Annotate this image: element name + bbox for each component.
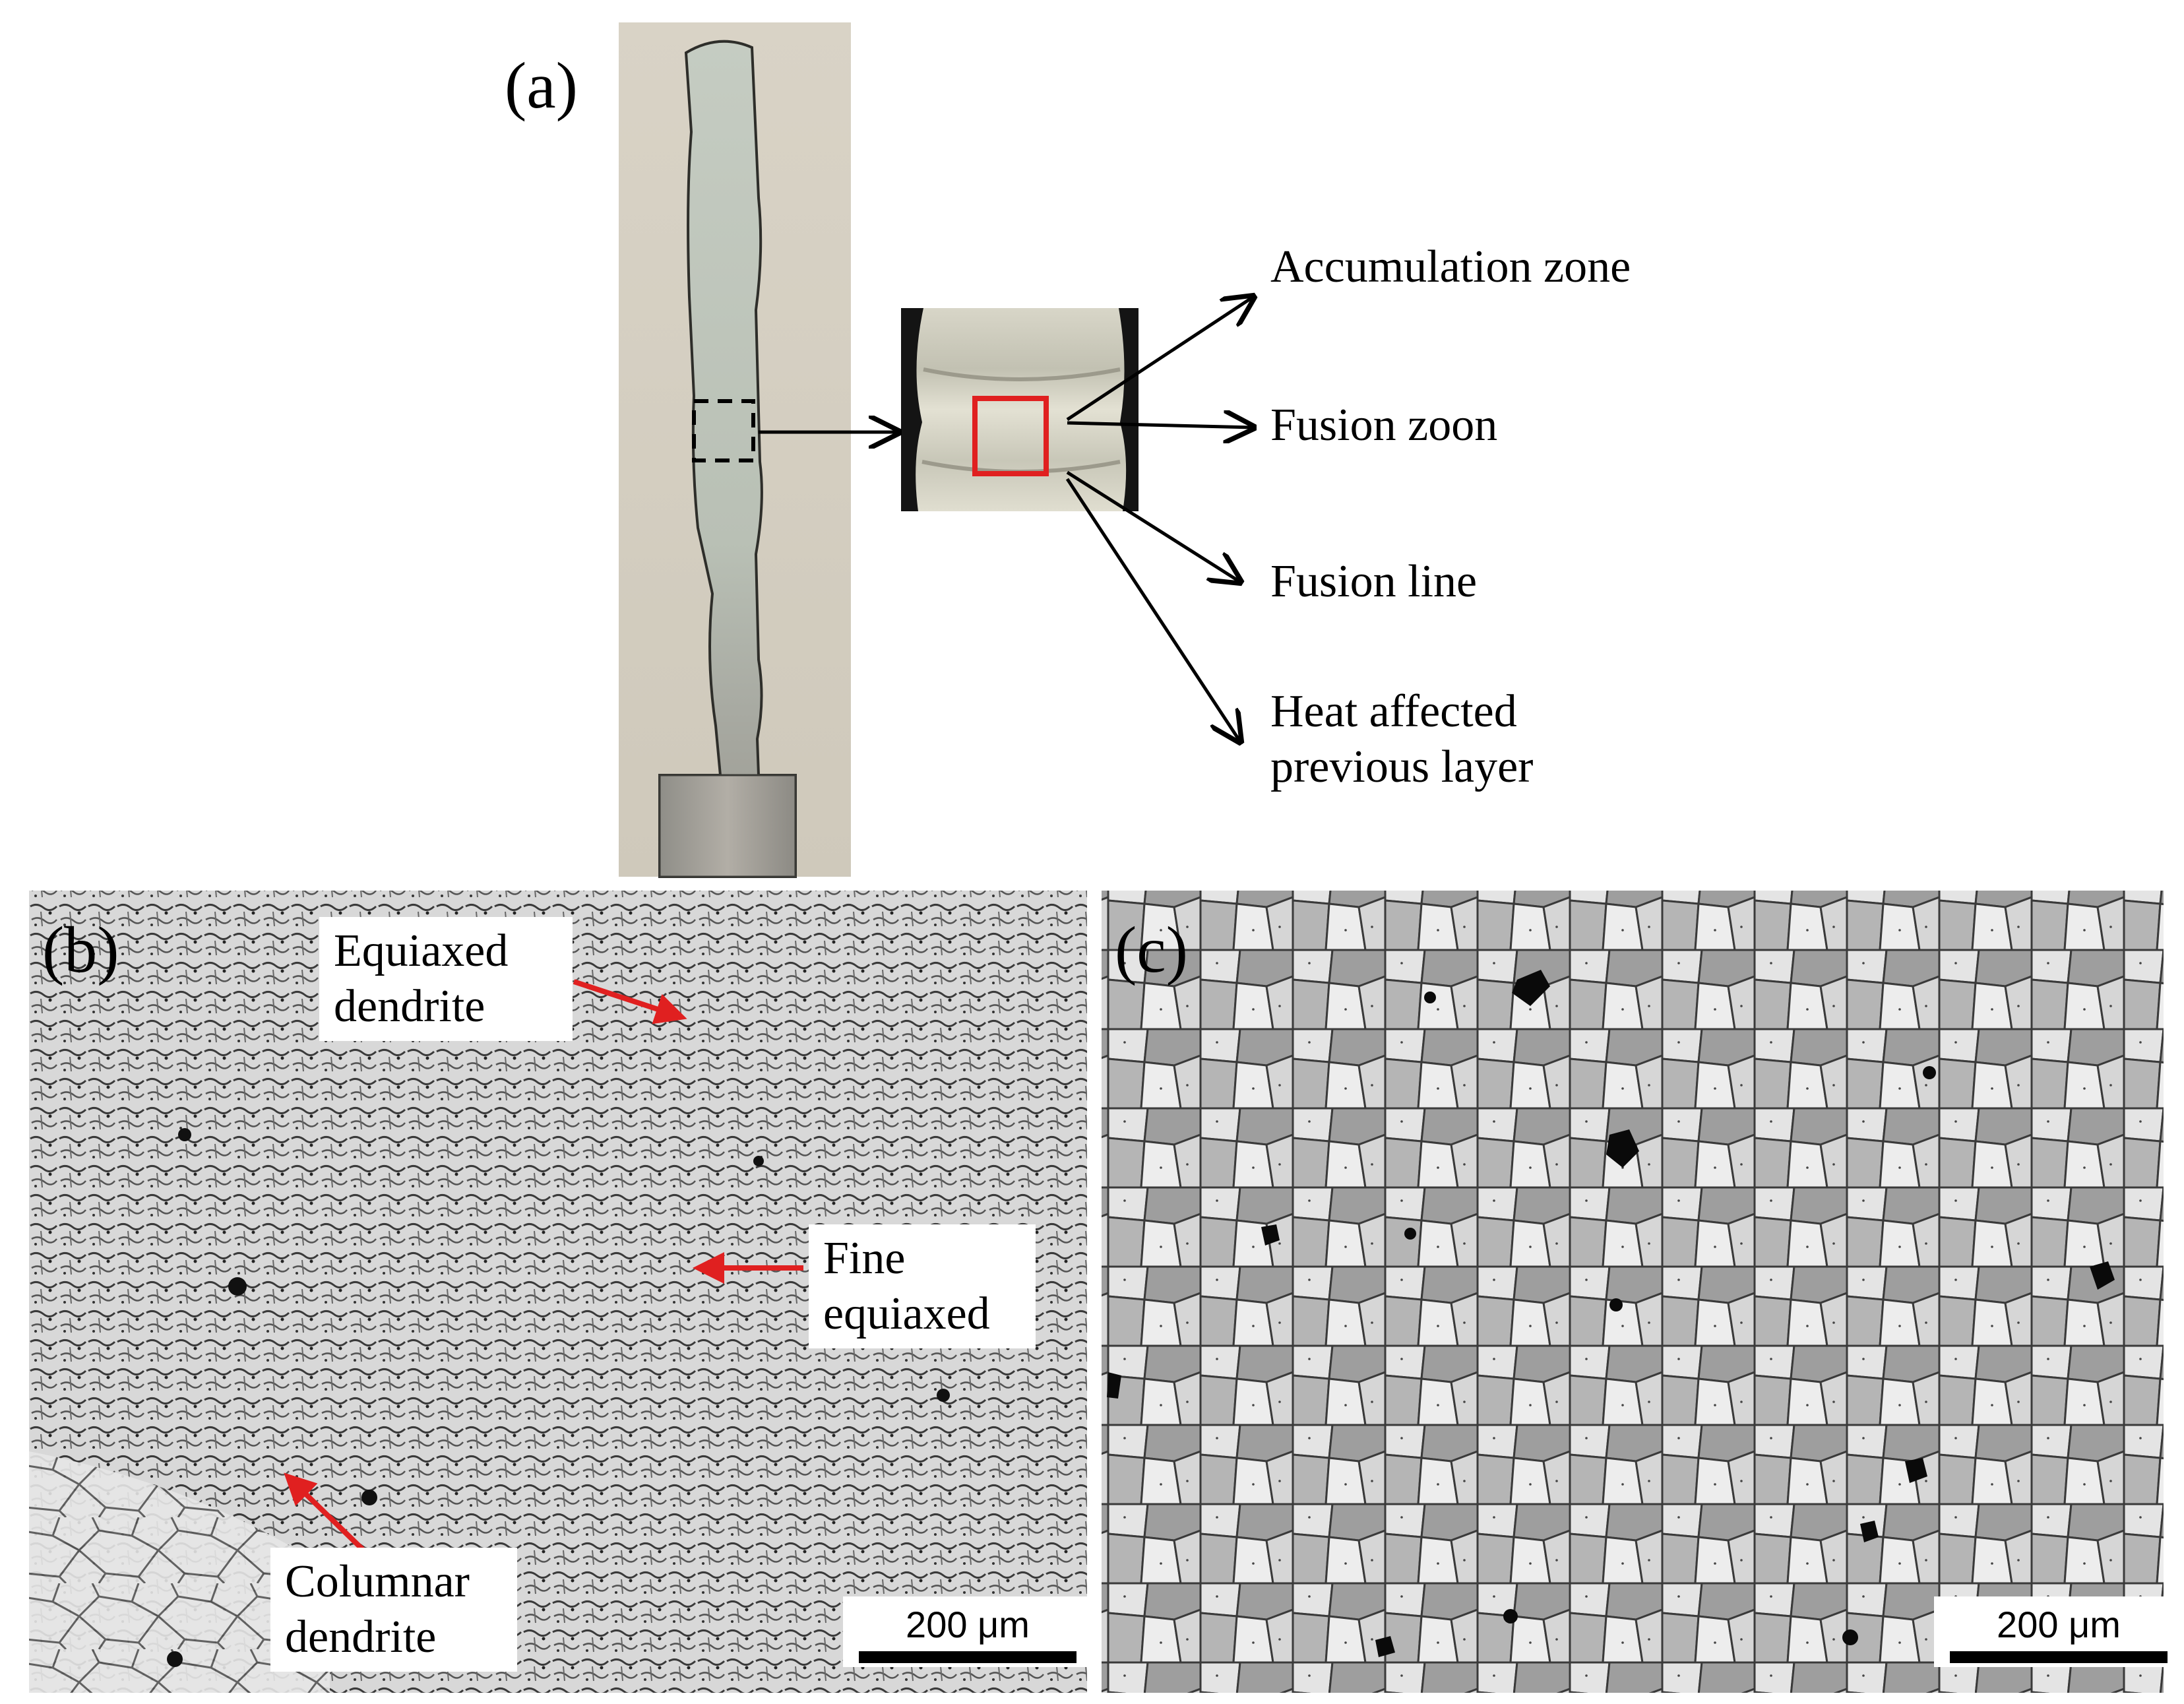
scale-bar-b-label: 200 μm [906,1604,1030,1645]
scale-bar-c-label: 200 μm [1997,1604,2121,1645]
scale-bar-c: 200 μm [1934,1596,2183,1667]
annotation-accumulation-zone: Accumulation zone [1270,241,1631,292]
red-box [972,396,1049,476]
callout-columnar-dendrite: Columnar dendrite [270,1548,517,1672]
panel-b-label: (b) [42,913,119,986]
callout-equiaxed-dendrite: Equiaxed dendrite [319,917,573,1041]
scale-bar-c-line [1950,1651,2168,1663]
panel-a-label: (a) [505,49,578,122]
annotation-fusion-zoon: Fusion zoon [1270,400,1498,451]
annotation-heat-affected-layer: Heat affected previous layer [1270,686,1534,792]
scale-bar-b: 200 μm [843,1596,1092,1667]
annotation-fusion-line: Fusion line [1270,556,1478,607]
callout-fine-equiaxed: Fine equiaxed [809,1224,1036,1348]
scale-bar-b-line [859,1651,1076,1663]
panel-c-label: (c) [1115,913,1188,986]
